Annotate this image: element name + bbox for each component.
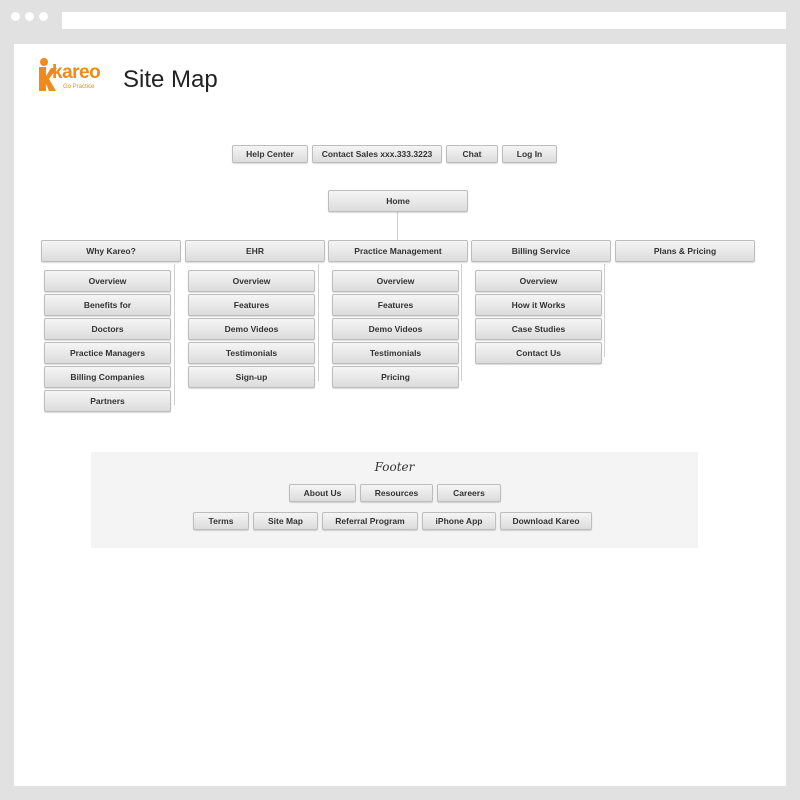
connector-line — [604, 264, 605, 357]
practice-management-item[interactable]: Features — [332, 294, 459, 316]
why-kareo-item[interactable]: Billing Companies — [44, 366, 171, 388]
contact-sales-button[interactable]: Contact Sales xxx.333.3223 — [312, 145, 442, 163]
about-us-link[interactable]: About Us — [289, 484, 356, 502]
billing-service-item[interactable]: Contact Us — [475, 342, 602, 364]
download-kareo-link[interactable]: Download Kareo — [500, 512, 592, 530]
why-kareo-item[interactable]: Partners — [44, 390, 171, 412]
browser-chrome — [0, 0, 800, 44]
connector-line — [397, 212, 398, 241]
section-plans-pricing[interactable]: Plans & Pricing — [615, 240, 755, 262]
why-kareo-item[interactable]: Overview — [44, 270, 171, 292]
billing-service-item[interactable]: How it Works — [475, 294, 602, 316]
practice-management-item[interactable]: Demo Videos — [332, 318, 459, 340]
address-bar[interactable] — [62, 12, 786, 29]
section-practice-management[interactable]: Practice Management — [328, 240, 468, 262]
connector-line — [174, 264, 175, 405]
careers-link[interactable]: Careers — [437, 484, 501, 502]
terms-link[interactable]: Terms — [193, 512, 249, 530]
practice-management-item[interactable]: Pricing — [332, 366, 459, 388]
home-node[interactable]: Home — [328, 190, 468, 212]
resources-link[interactable]: Resources — [360, 484, 433, 502]
window-dot-icon — [11, 12, 20, 21]
billing-service-item[interactable]: Overview — [475, 270, 602, 292]
connector-line — [318, 264, 319, 381]
ehr-item[interactable]: Sign-up — [188, 366, 315, 388]
log-in-button[interactable]: Log In — [502, 145, 557, 163]
logo-wordmark: kareo — [52, 62, 101, 83]
window-dot-icon — [39, 12, 48, 21]
chat-button[interactable]: Chat — [446, 145, 498, 163]
help-center-button[interactable]: Help Center — [232, 145, 308, 163]
billing-service-item[interactable]: Case Studies — [475, 318, 602, 340]
window-dot-icon — [25, 12, 34, 21]
ehr-item[interactable]: Features — [188, 294, 315, 316]
section-why-kareo[interactable]: Why Kareo? — [41, 240, 181, 262]
site-map-link[interactable]: Site Map — [253, 512, 318, 530]
logo-tagline: Go Practice — [63, 84, 95, 90]
ehr-item[interactable]: Demo Videos — [188, 318, 315, 340]
why-kareo-item[interactable]: Practice Managers — [44, 342, 171, 364]
footer-title: Footer — [374, 460, 415, 474]
section-ehr[interactable]: EHR — [185, 240, 325, 262]
page-canvas — [14, 44, 786, 786]
connector-line — [461, 264, 462, 381]
ehr-item[interactable]: Testimonials — [188, 342, 315, 364]
why-kareo-item[interactable]: Doctors — [44, 318, 171, 340]
practice-management-item[interactable]: Testimonials — [332, 342, 459, 364]
page-title: Site Map — [123, 66, 218, 93]
section-billing-service[interactable]: Billing Service — [471, 240, 611, 262]
practice-management-item[interactable]: Overview — [332, 270, 459, 292]
ehr-item[interactable]: Overview — [188, 270, 315, 292]
kareo-logo-icon — [39, 58, 57, 91]
referral-program-link[interactable]: Referral Program — [322, 512, 418, 530]
iphone-app-link[interactable]: iPhone App — [422, 512, 496, 530]
why-kareo-item[interactable]: Benefits for — [44, 294, 171, 316]
